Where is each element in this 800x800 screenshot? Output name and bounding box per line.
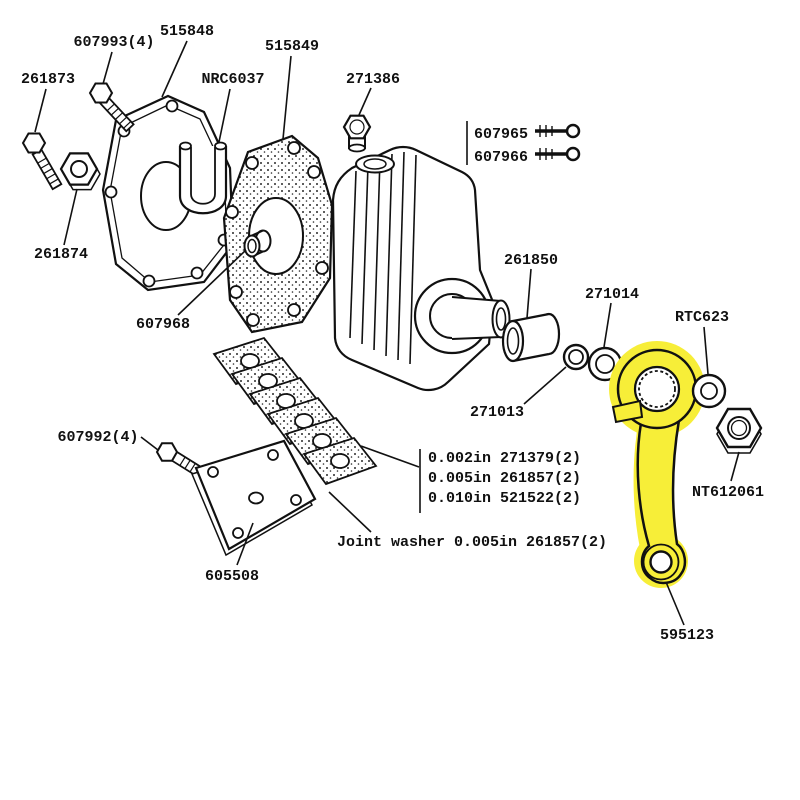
label-607992: 607992(4) [57,429,138,446]
label-261874: 261874 [34,246,88,263]
leader-261873 [34,88,47,133]
part-cover-plate-515848 [101,94,235,292]
bolt-hex-head [155,442,179,462]
part-nut-nt612061 [715,407,763,454]
part-steering-box-housing [331,145,511,392]
leader-515849 [282,55,292,140]
label-nrc6037: NRC6037 [201,71,264,88]
bolt-hex-head [88,82,114,104]
label-261873: 261873 [21,71,75,88]
part-bush-607968 [243,229,272,258]
part-bolt-261873 [21,132,63,191]
leader-joint-washer [328,491,372,533]
leader-nt612061 [730,451,740,482]
label-595123: 595123 [660,627,714,644]
leader-515848 [161,40,188,98]
label-shim-010: 0.010in 521522(2) [428,490,581,507]
part-gasket-515849 [222,134,334,334]
leader-261874 [63,188,78,246]
label-515849: 515849 [265,38,319,55]
label-shim-005: 0.005in 261857(2) [428,470,581,487]
splined-hole [633,365,681,413]
part-washer-rtc623 [691,373,727,409]
drop-arm-eye [649,550,673,574]
leader-271013 [523,366,567,405]
part-bolt-607993 [88,82,135,133]
clamp-notch [611,399,644,424]
part-seal-271013 [562,343,590,371]
label-607965: 607965 [474,126,528,143]
labels: 607993(4) 515848 515849 261873 NRC6037 2… [21,23,764,644]
label-271014: 271014 [585,286,639,303]
part-nut-261874 [59,152,101,191]
part-drop-arm-595123 [609,341,705,588]
leader-271014 [603,302,612,348]
label-605508: 605508 [205,568,259,585]
leader-595123 [665,581,685,626]
leader-607968 [177,249,247,316]
leader-nrc6037 [218,88,231,143]
label-261850: 261850 [504,252,558,269]
leader-rtc623 [703,326,709,375]
label-607993: 607993(4) [73,34,154,51]
part-side-plate-605508 [190,439,317,557]
bolt-shank [31,148,63,191]
label-rtc623: RTC623 [675,309,729,326]
part-clip-607965 [535,123,581,139]
leader-607993 [102,51,113,85]
leader-lines [34,40,740,626]
label-515848: 515848 [160,23,214,40]
part-washer-271014 [587,346,623,382]
part-plug-271386 [342,114,372,153]
drop-arm-lever [636,417,687,585]
leader-605508 [236,522,254,566]
label-shim-002: 0.002in 271379(2) [428,450,581,467]
bolt-hex-head [21,132,47,154]
leader-261850 [526,268,532,319]
label-607968: 607968 [136,316,190,333]
housing-ribs [349,151,417,365]
label-nt612061: NT612061 [692,484,764,501]
leader-607992 [140,436,159,451]
label-271386: 271386 [346,71,400,88]
label-joint-washer: Joint washer 0.005in 261857(2) [337,534,607,551]
label-607966: 607966 [474,149,528,166]
label-271013: 271013 [470,404,524,421]
leader-271386 [358,87,372,116]
part-bush-261850 [501,312,561,363]
part-clip-607966 [535,146,581,162]
part-fork-nrc6037 [178,141,228,215]
leader-shims [360,445,420,468]
